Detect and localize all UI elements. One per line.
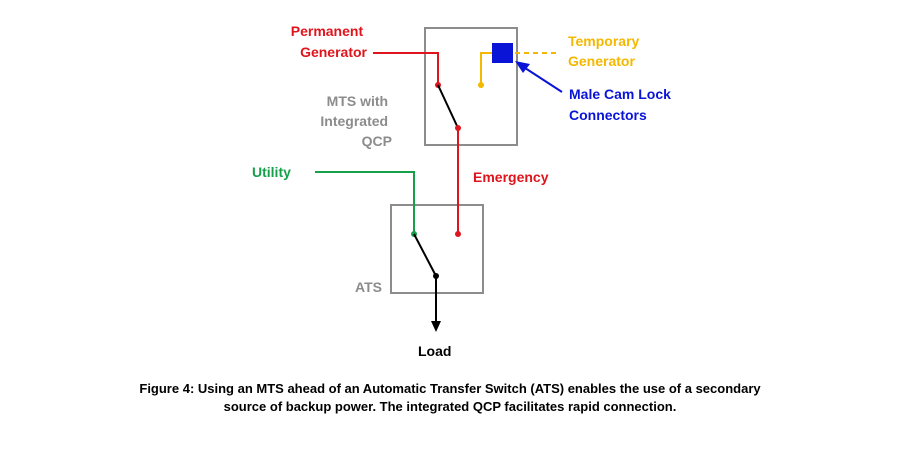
load-label: Load (418, 343, 451, 359)
mts-switch-blade (437, 84, 459, 129)
temporary-generator-label: Temporary Generator (568, 33, 643, 69)
figure-caption: Figure 4: Using an MTS ahead of an Autom… (0, 380, 900, 416)
caption-line-2: source of backup power. The integrated Q… (223, 399, 677, 414)
permanent-generator-wire (373, 52, 439, 85)
utility-label: Utility (252, 164, 291, 180)
ats-label: ATS (355, 279, 382, 295)
cam-lock-arrowhead (515, 61, 530, 73)
cam-lock-pointer-arrow (521, 65, 563, 93)
permanent-generator-label: Permanent Generator (291, 23, 368, 60)
emergency-contact-dot (455, 231, 461, 237)
load-arrowhead (431, 321, 441, 332)
utility-wire (315, 171, 415, 234)
caption-line-1: Figure 4: Using an MTS ahead of an Autom… (139, 381, 761, 396)
emergency-label: Emergency (473, 169, 549, 185)
ats-switch-blade (413, 233, 437, 277)
temporary-contact-dot (478, 82, 484, 88)
mts-box (424, 27, 518, 146)
cam-lock-connector (492, 43, 513, 63)
mts-label: MTS with Integrated QCP (320, 93, 392, 149)
male-cam-lock-label: Male Cam Lock Connectors (569, 86, 675, 123)
temporary-generator-wire (480, 52, 492, 85)
